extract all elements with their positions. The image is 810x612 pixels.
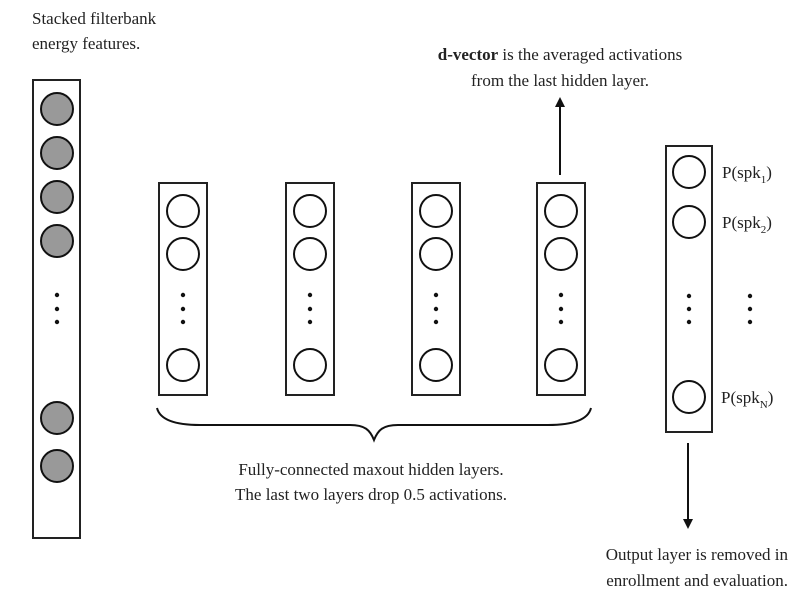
ellipsis-dot bbox=[54, 319, 60, 325]
hidden-layers bbox=[158, 182, 586, 396]
input-node bbox=[40, 136, 74, 170]
ellipsis-dot bbox=[54, 306, 60, 312]
output-label-spk1: P(spk1) bbox=[722, 163, 772, 186]
ellipsis-dot bbox=[747, 293, 753, 299]
ellipsis-dot bbox=[747, 319, 753, 325]
ellipsis-dot bbox=[307, 306, 313, 312]
output-layer bbox=[665, 145, 713, 433]
dvector-term: d-vector bbox=[438, 45, 499, 64]
output-node bbox=[672, 205, 706, 239]
ellipsis-dot bbox=[686, 306, 692, 312]
input-node bbox=[40, 224, 74, 258]
hidden-layer-3 bbox=[411, 182, 461, 396]
ellipsis-dot bbox=[307, 292, 313, 298]
hidden-caption-line-1: Fully-connected maxout hidden layers. bbox=[238, 460, 503, 479]
ellipsis-dot bbox=[433, 292, 439, 298]
hidden-caption-line-2: The last two layers drop 0.5 activations… bbox=[235, 485, 507, 504]
ellipsis-dot bbox=[747, 306, 753, 312]
dvector-note-line-2: from the last hidden layer. bbox=[471, 71, 649, 90]
ellipsis-dot bbox=[180, 319, 186, 325]
ellipsis-dot bbox=[558, 306, 564, 312]
input-caption-line-2: energy features. bbox=[32, 34, 140, 53]
hidden-node bbox=[419, 348, 453, 382]
dvector-note-rest: is the averaged activations bbox=[498, 45, 682, 64]
ellipsis-dot bbox=[558, 319, 564, 325]
ellipsis-dot bbox=[686, 293, 692, 299]
output-caption-line-1: Output layer is removed in bbox=[606, 545, 789, 564]
ellipsis-dot bbox=[558, 292, 564, 298]
ellipsis-dot bbox=[433, 306, 439, 312]
hidden-node bbox=[293, 194, 327, 228]
hidden-node bbox=[166, 194, 200, 228]
input-layer bbox=[32, 79, 81, 539]
output-caption-line-2: enrollment and evaluation. bbox=[606, 571, 788, 590]
hidden-node bbox=[419, 237, 453, 271]
ellipsis-dot bbox=[180, 306, 186, 312]
hidden-node bbox=[293, 237, 327, 271]
ellipsis-dot bbox=[433, 319, 439, 325]
hidden-node bbox=[544, 194, 578, 228]
output-label-spk2: P(spk2) bbox=[722, 213, 772, 236]
ellipsis-dot bbox=[686, 319, 692, 325]
dvector-note-line-1: d-vector is the averaged activations bbox=[438, 45, 683, 64]
hidden-node bbox=[293, 348, 327, 382]
hidden-node bbox=[166, 348, 200, 382]
hidden-node bbox=[544, 348, 578, 382]
hidden-node bbox=[166, 237, 200, 271]
input-caption-line-1: Stacked filterbank bbox=[32, 9, 157, 28]
hidden-layers-brace bbox=[156, 407, 592, 443]
hidden-layer-2 bbox=[285, 182, 335, 396]
hidden-node bbox=[544, 237, 578, 271]
hidden-node bbox=[419, 194, 453, 228]
hidden-layer-1 bbox=[158, 182, 208, 396]
input-node bbox=[40, 449, 74, 483]
output-node bbox=[672, 155, 706, 189]
ellipsis-dot bbox=[54, 292, 60, 298]
output-node bbox=[672, 380, 706, 414]
input-node bbox=[40, 180, 74, 214]
input-node bbox=[40, 401, 74, 435]
hidden-layer-4 bbox=[536, 182, 586, 396]
output-label-spkN: P(spkN) bbox=[721, 388, 773, 411]
input-node bbox=[40, 92, 74, 126]
ellipsis-dot bbox=[180, 292, 186, 298]
ellipsis-dot bbox=[307, 319, 313, 325]
